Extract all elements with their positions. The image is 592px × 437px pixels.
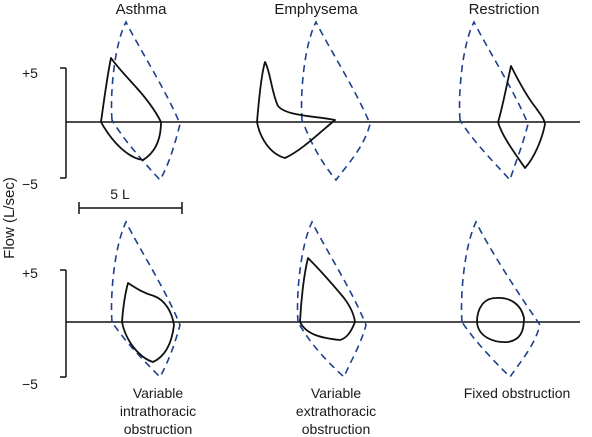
fixed-patient-loop <box>476 297 525 343</box>
fixed-normal-loop <box>460 220 541 379</box>
caption-fixed-obstruction: Fixed obstruction <box>464 385 571 401</box>
caption-vet-line2: extrathoracic <box>296 403 376 419</box>
emphysema-normal-loop <box>300 20 371 182</box>
top-tick-minus5: −5 <box>22 176 38 192</box>
vet-patient-loop <box>299 257 356 341</box>
bottom-axes <box>60 269 580 378</box>
caption-vet-line1: Variable <box>311 385 362 401</box>
restriction-patient-loop <box>497 65 546 169</box>
caption-vit-line3: obstruction <box>124 421 192 437</box>
scale-bar <box>78 202 183 214</box>
title-restriction: Restriction <box>469 1 540 18</box>
title-emphysema: Emphysema <box>274 1 358 18</box>
title-asthma: Asthma <box>116 1 168 18</box>
bottom-tick-plus5: +5 <box>22 265 38 281</box>
caption-vit-line1: Variable <box>133 385 184 401</box>
vit-patient-loop <box>121 282 175 363</box>
vit-normal-loop <box>110 220 181 379</box>
vet-normal-loop <box>296 220 367 379</box>
top-tick-plus5: +5 <box>22 65 38 81</box>
bottom-tick-minus5: −5 <box>22 376 38 392</box>
asthma-patient-loop <box>100 57 162 161</box>
restriction-normal-loop <box>458 20 529 182</box>
top-axes <box>60 67 580 179</box>
emphysema-patient-loop <box>256 61 336 159</box>
scale-bar-label: 5 L <box>110 186 130 202</box>
caption-vit-line2: intrathoracic <box>120 403 196 419</box>
caption-vet-line3: obstruction <box>302 421 370 437</box>
asthma-normal-loop <box>110 20 181 182</box>
y-axis-label: Flow (L/sec) <box>1 177 18 259</box>
